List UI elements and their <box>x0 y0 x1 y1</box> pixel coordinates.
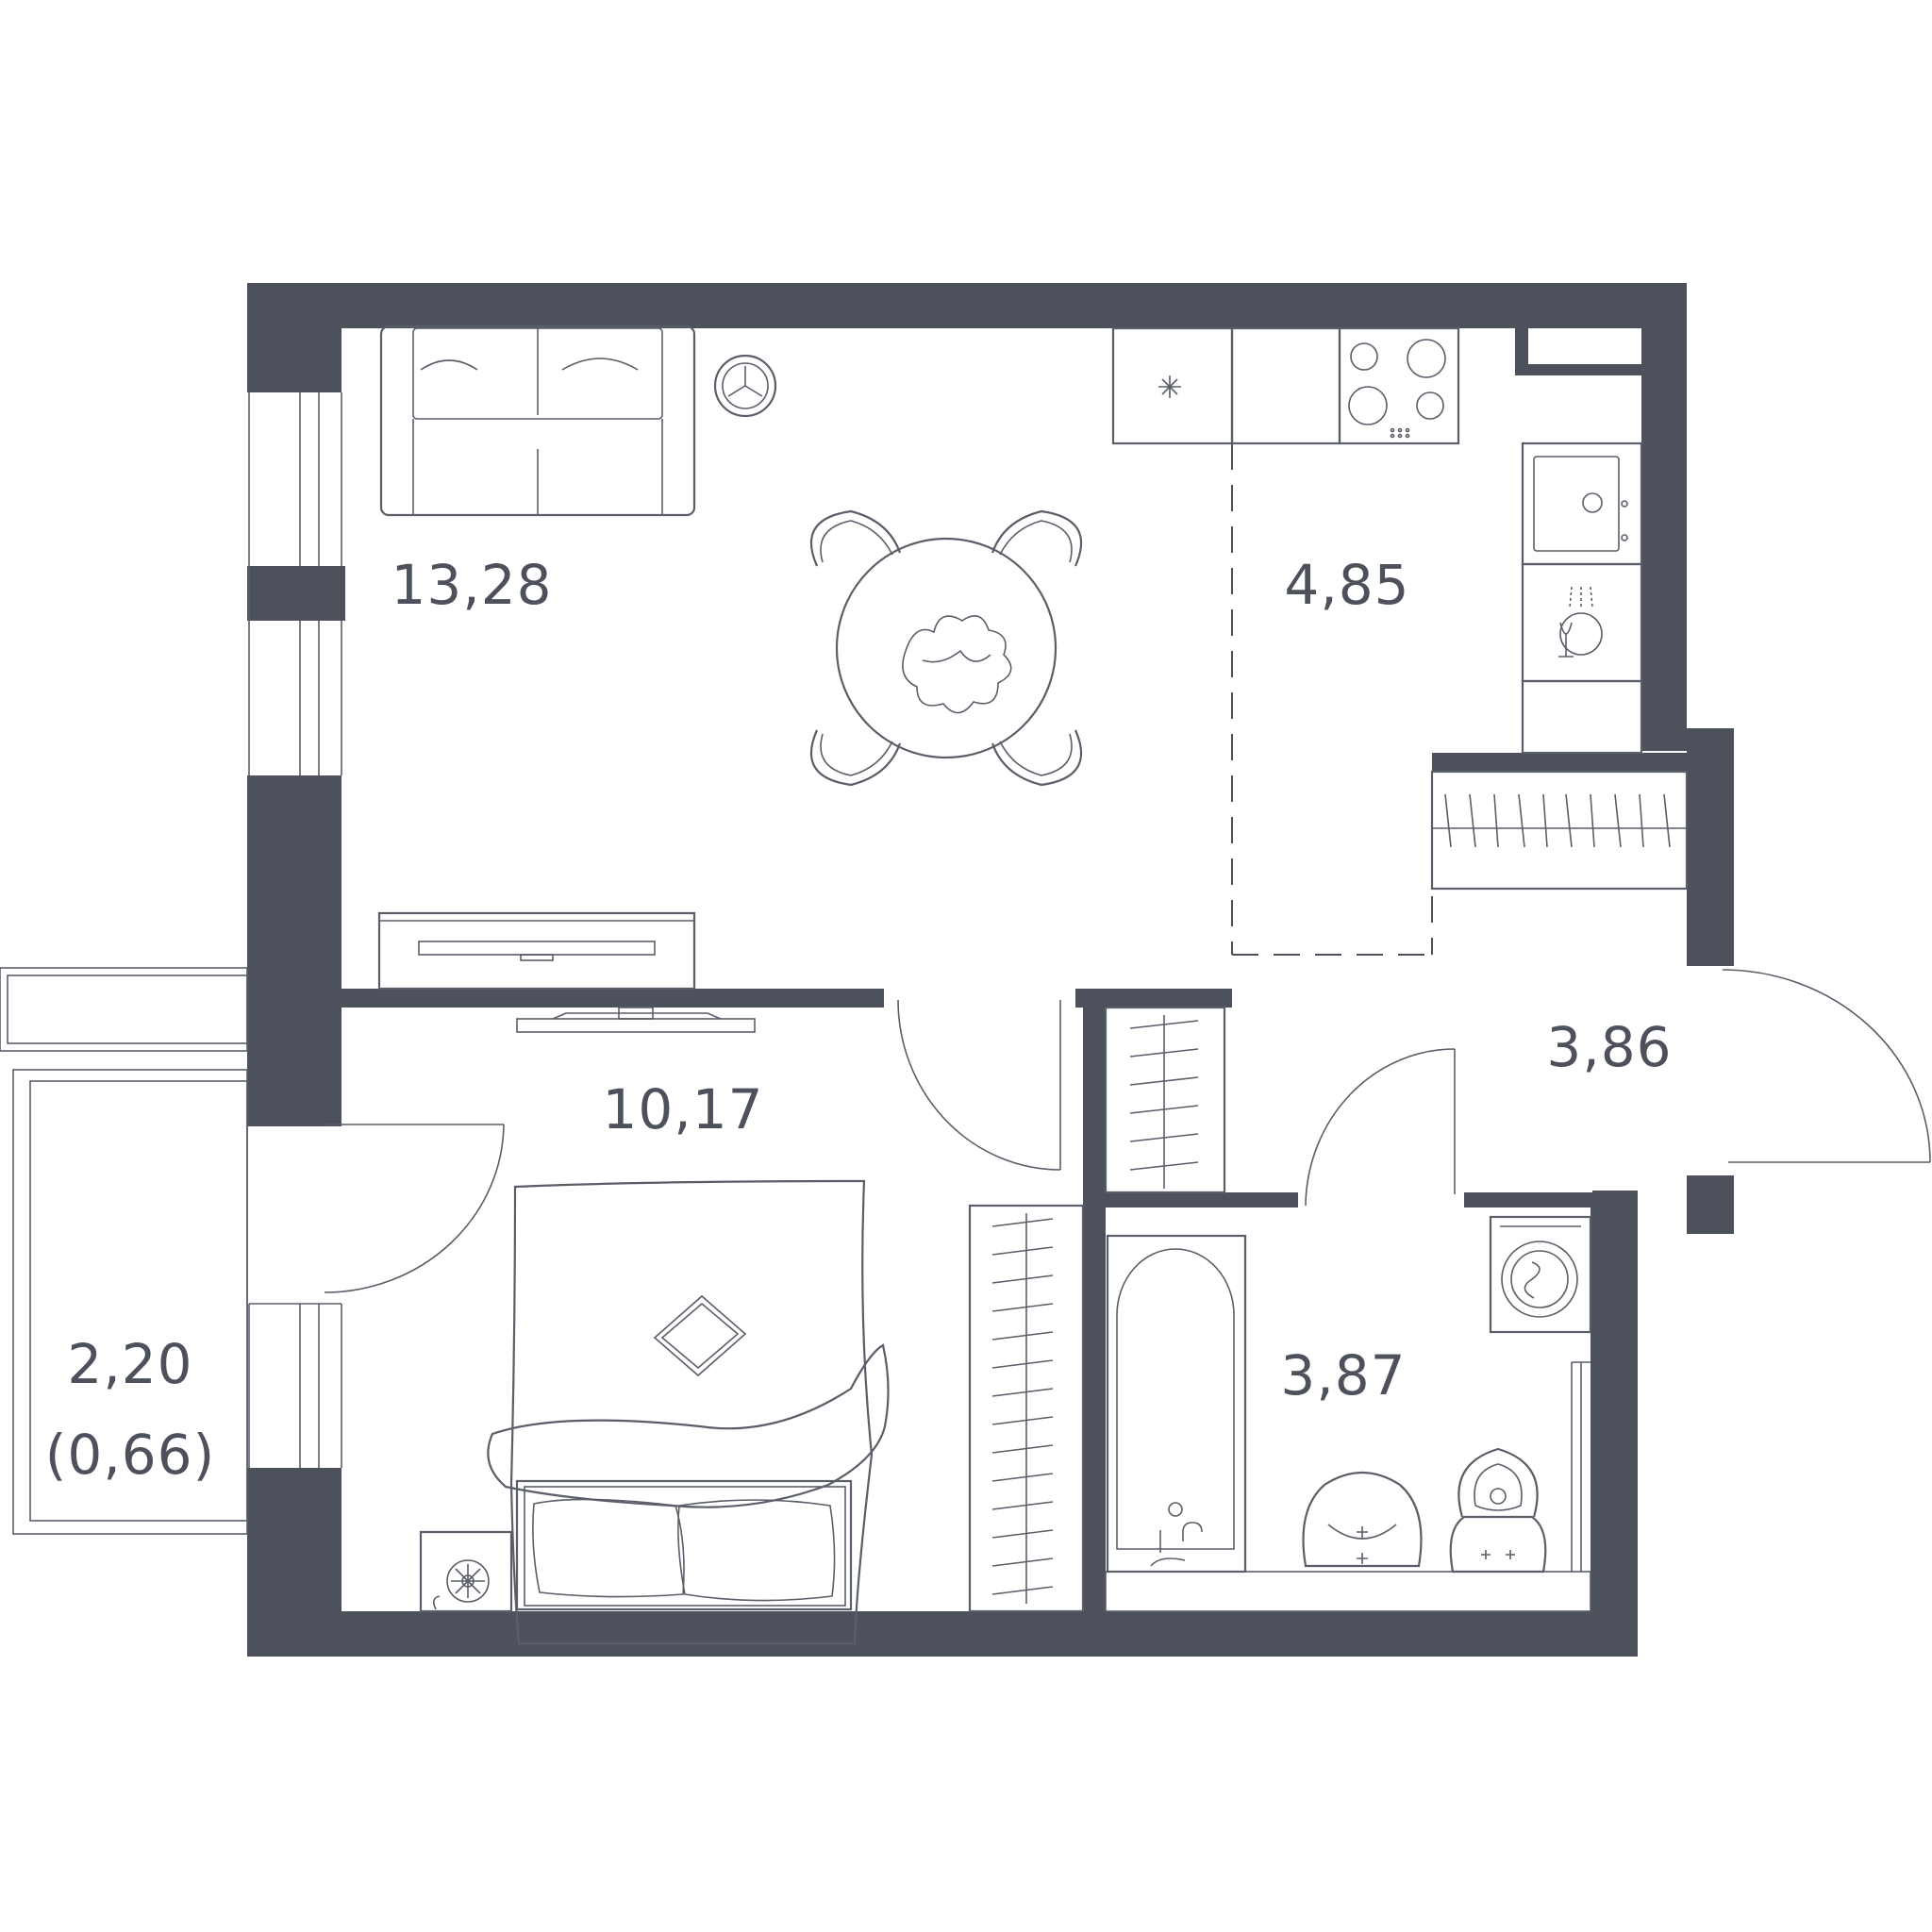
doors <box>324 969 1931 1293</box>
tv-stand-living <box>377 911 696 991</box>
towel-rail <box>1571 1361 1591 1572</box>
balcony-area: 2,20 <box>67 1332 192 1396</box>
wall-bath-right <box>1591 1192 1606 1611</box>
bed <box>487 1179 890 1645</box>
hall-wardrobe <box>1430 770 1689 891</box>
tv-bedroom <box>516 1007 756 1033</box>
kitchen-zone-divider <box>1231 443 1433 956</box>
window-living <box>248 392 342 775</box>
nightstand-fan <box>419 1530 513 1613</box>
walls <box>247 283 1734 1657</box>
wall-bottom <box>247 1611 1638 1657</box>
bedroom-area: 10,17 <box>602 1077 763 1141</box>
wall-right-step <box>1687 728 1734 966</box>
washing-machine <box>1489 1215 1592 1334</box>
wall-bath-top-right <box>1464 1192 1596 1208</box>
wall-left-top <box>247 283 341 392</box>
windows <box>248 392 342 1468</box>
sink <box>1521 441 1643 566</box>
sofa <box>379 325 696 517</box>
wall-left-bottom <box>247 1468 341 1657</box>
floor-lamp <box>713 354 777 418</box>
wall-living-bedroom <box>341 989 884 1008</box>
kitchen-counter <box>1111 326 1643 755</box>
balcony-reduced-area: (0,66) <box>45 1423 215 1487</box>
chair <box>991 729 1083 787</box>
utility-closet <box>1104 1006 1226 1194</box>
laptop-icon <box>653 1294 747 1377</box>
bathroom-floor-edge <box>1105 1571 1591 1612</box>
flower-decor <box>902 615 1012 714</box>
door-entrance <box>1722 969 1931 1163</box>
window-bedroom <box>248 1303 342 1468</box>
toilet <box>1449 1447 1547 1574</box>
sparkle-icon <box>1158 375 1181 398</box>
door-balcony <box>324 1124 505 1293</box>
bathtub <box>1106 1234 1247 1574</box>
wall-top <box>247 283 1687 328</box>
washbasin <box>1302 1471 1423 1568</box>
cooktop <box>1338 326 1460 445</box>
wall-bathroom-top-left <box>1075 989 1232 1008</box>
dishwasher <box>1521 562 1643 683</box>
door-bedroom <box>897 999 1061 1171</box>
wall-kitchen-closet <box>1432 753 1687 772</box>
chair <box>809 509 902 567</box>
wall-right-step-bottom <box>1687 1175 1734 1234</box>
bathroom-area: 3,87 <box>1280 1343 1406 1407</box>
chair <box>991 509 1083 567</box>
wall-fridge-niche-bottom <box>1515 364 1641 375</box>
wall-fridge-niche <box>1515 328 1528 372</box>
chair <box>809 729 902 787</box>
kitchen-area: 4,85 <box>1284 553 1409 617</box>
area-labels: 13,28 4,85 3,86 10,17 3,87 2,20 (0,66) <box>45 553 1672 1487</box>
door-bathroom <box>1305 1048 1456 1207</box>
wall-right-upper <box>1641 283 1687 751</box>
hall-area: 3,86 <box>1546 1015 1672 1079</box>
dining-set <box>809 509 1083 787</box>
bedroom-wardrobe <box>968 1204 1085 1613</box>
wall-left-mid <box>247 775 341 1126</box>
wall-bath-top <box>1106 1192 1298 1208</box>
wall-bath-vertical <box>1083 989 1106 1611</box>
balcony <box>0 967 248 1535</box>
wall-left-pier <box>247 566 345 621</box>
living-room-area: 13,28 <box>391 553 552 617</box>
